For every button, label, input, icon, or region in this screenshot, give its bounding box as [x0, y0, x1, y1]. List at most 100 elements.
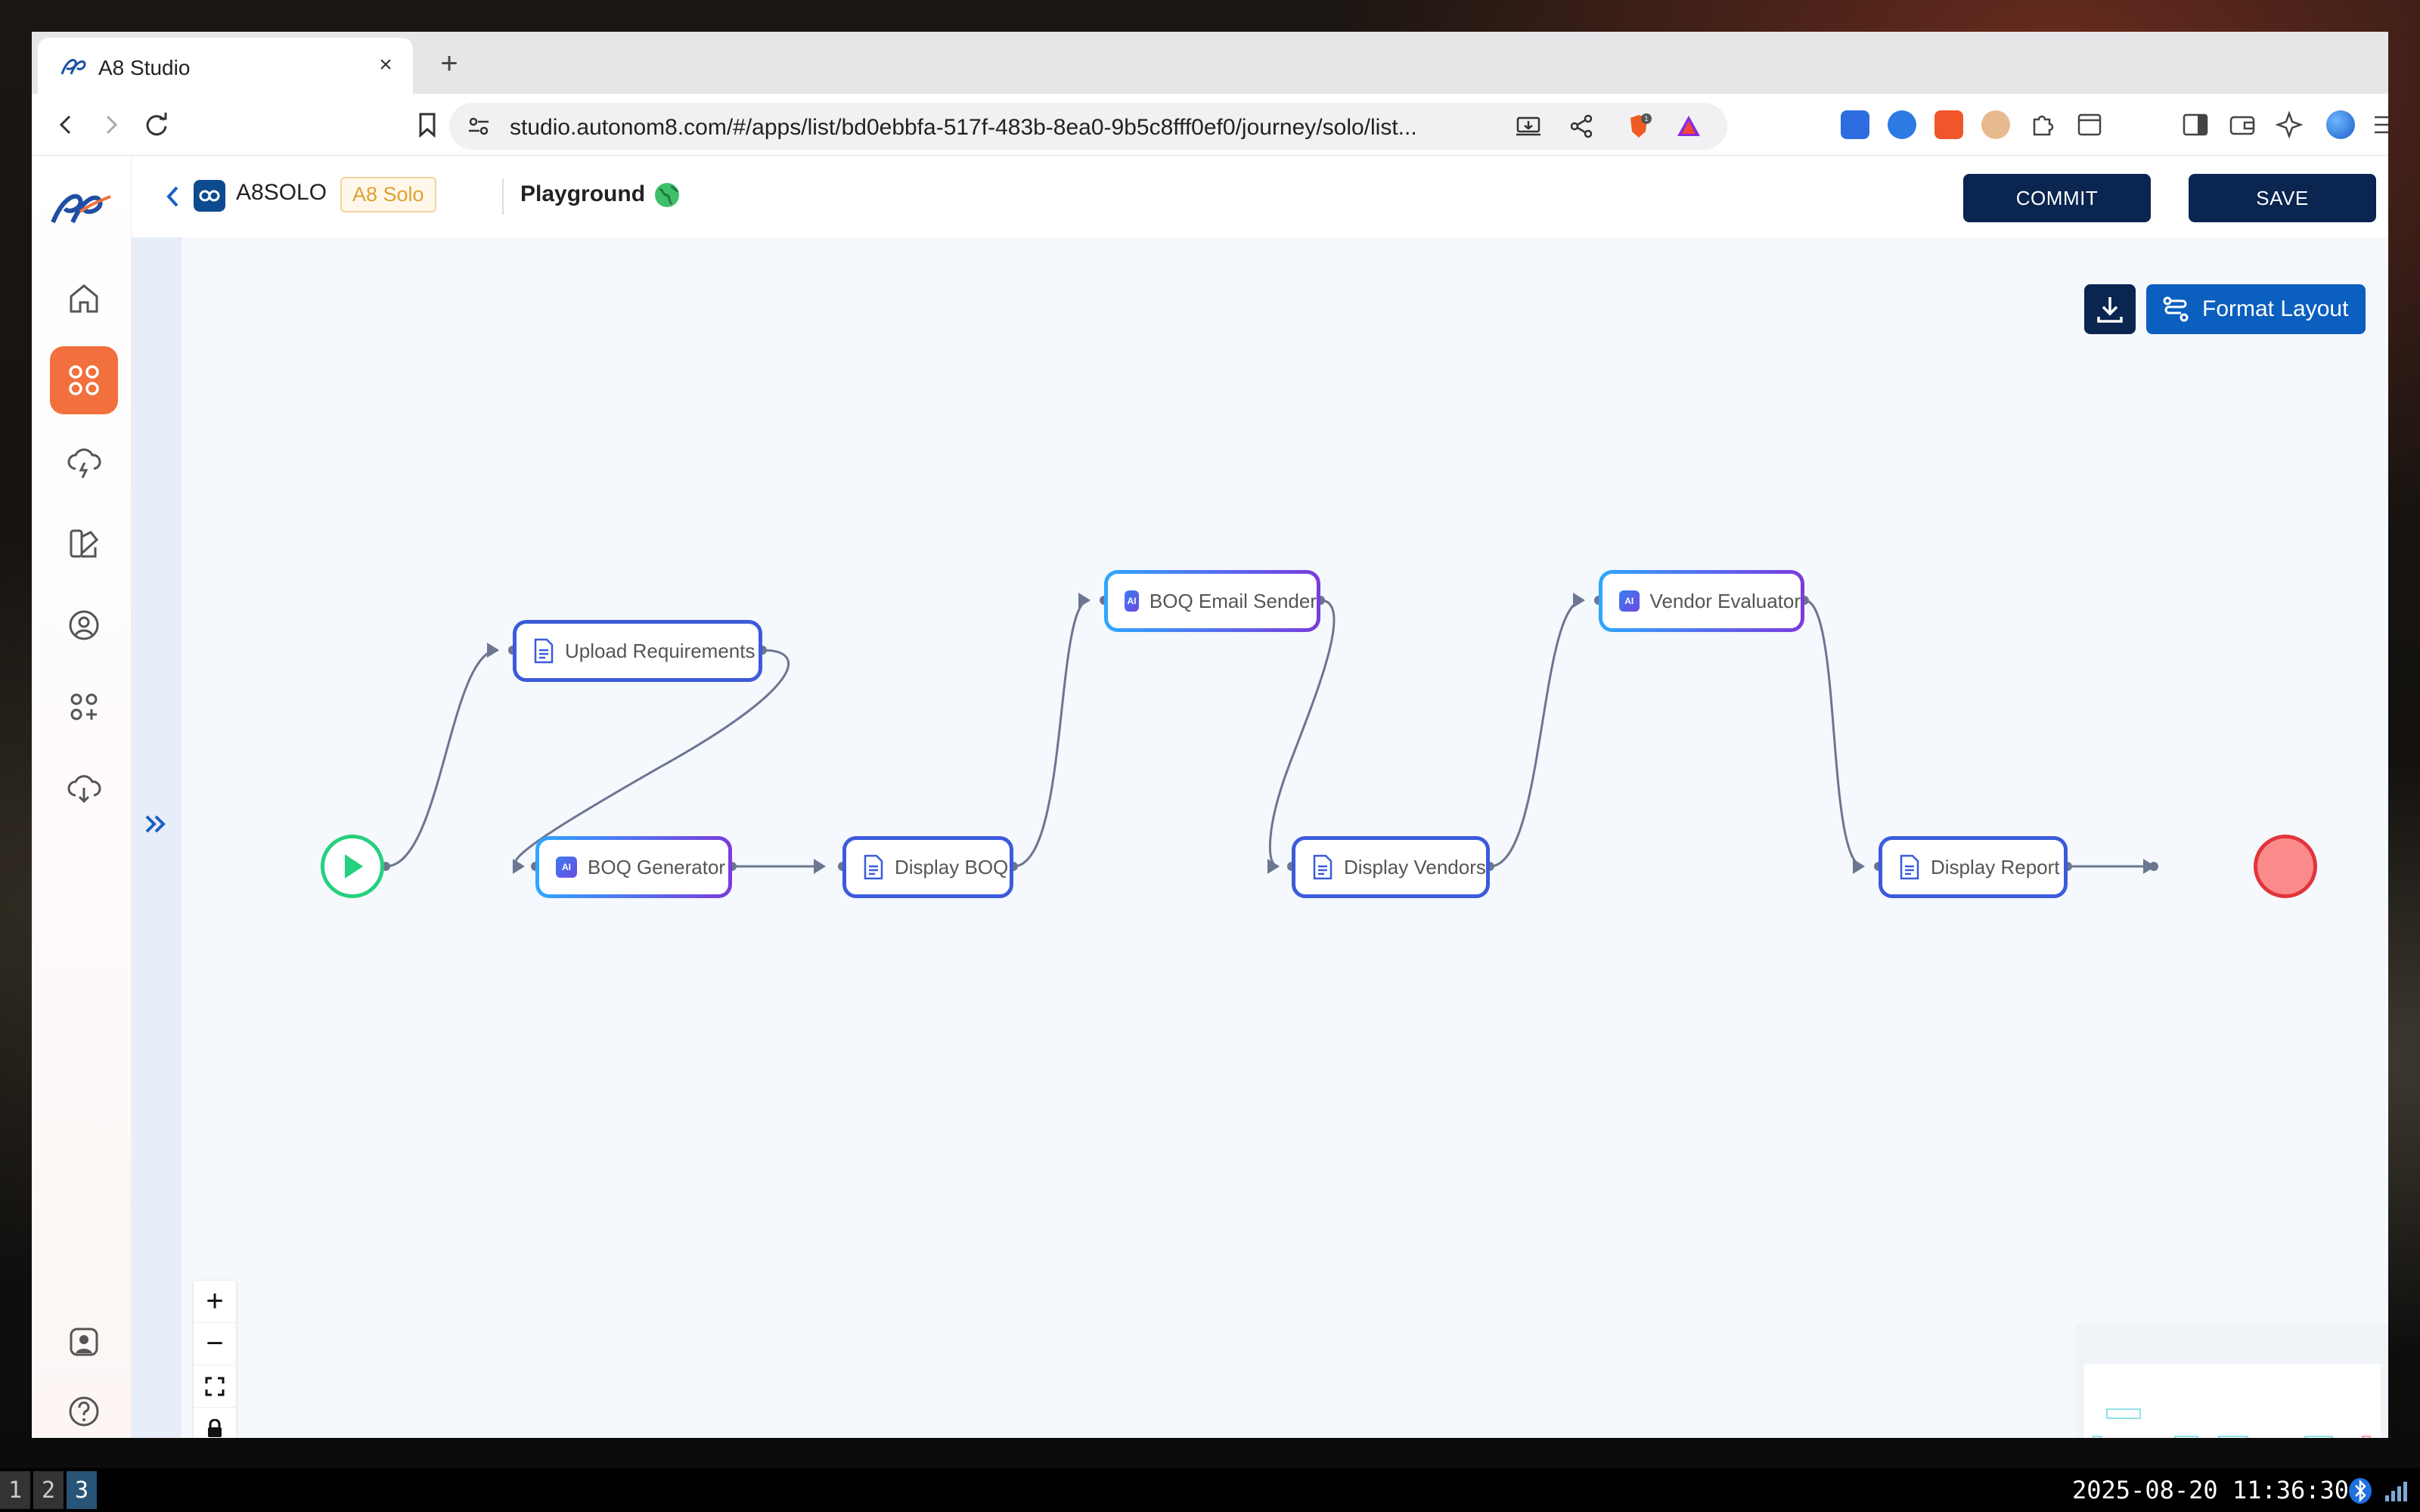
document-icon [534, 638, 554, 664]
extension-4-icon[interactable] [1981, 110, 2010, 139]
page-title: Playground [520, 181, 646, 206]
back-chevron-icon[interactable] [162, 183, 185, 210]
signal-icon[interactable] [2384, 1479, 2409, 1503]
play-icon [345, 854, 363, 878]
sidebar-toggle-icon[interactable] [2181, 110, 2210, 139]
workspace-1[interactable]: 1 [0, 1471, 30, 1509]
node-vendor-evaluator[interactable]: AI Vendor Evaluator [1599, 570, 1804, 632]
url-text: studio.autonom8.com/#/apps/list/bd0ebbfa… [510, 115, 1417, 140]
new-tab-button[interactable]: + [440, 47, 458, 80]
extensions-puzzle-icon[interactable] [2028, 110, 2057, 139]
node-label: Vendor Evaluator [1649, 589, 1801, 612]
layout-flow-icon [2163, 296, 2189, 322]
leo-ai-icon[interactable] [2275, 110, 2304, 139]
tab-close-icon[interactable]: × [379, 52, 392, 77]
node-upload-requirements[interactable]: Upload Requirements [513, 620, 762, 682]
document-icon [864, 854, 883, 880]
node-boq-generator[interactable]: AI BOQ Generator [535, 836, 732, 898]
sidebar-item-apps[interactable] [50, 346, 118, 414]
edge-arrow-icon [513, 859, 525, 874]
share-icon[interactable] [1568, 113, 1594, 139]
browser-window: A8 Studio × + studio.autonom8.com/#/apps… [32, 32, 2388, 1438]
commit-button[interactable]: COMMIT [1963, 174, 2151, 222]
extension-2-icon[interactable] [1888, 110, 1916, 139]
sidebar-item-design[interactable] [50, 510, 118, 578]
format-layout-button[interactable]: Format Layout [2146, 284, 2366, 334]
chevron-left-icon [59, 115, 71, 135]
reload-button[interactable] [141, 109, 172, 141]
save-button[interactable]: SAVE [2189, 174, 2376, 222]
node-display-report[interactable]: Display Report [1879, 836, 2068, 898]
shields-count: 1 [1644, 116, 1649, 123]
node-boq-email-sender[interactable]: AI BOQ Email Sender [1104, 570, 1320, 632]
tab-a8-studio[interactable]: A8 Studio × [38, 38, 413, 94]
sidebar-item-help[interactable] [50, 1377, 118, 1438]
address-bar[interactable]: studio.autonom8.com/#/apps/list/bd0ebbfa… [449, 103, 1727, 150]
start-node[interactable] [321, 835, 384, 898]
download-button[interactable] [2084, 284, 2136, 334]
sidebar-item-add-apps[interactable] [50, 673, 118, 741]
format-layout-label: Format Layout [2202, 296, 2349, 321]
cloud-download-icon [67, 775, 101, 804]
ai-icon: AI [556, 857, 577, 878]
flow-edges [381, 593, 2158, 874]
app-header: A8SOLO A8 Solo Playground COMMIT SAVE [132, 156, 2388, 237]
node-display-boq[interactable]: Display BOQ [842, 836, 1013, 898]
end-node[interactable] [2254, 835, 2317, 898]
bookmark-button[interactable] [411, 109, 443, 141]
zoom-out-button[interactable]: − [194, 1323, 236, 1365]
site-settings-icon[interactable] [466, 113, 492, 139]
sidebar-item-deploy[interactable] [50, 754, 118, 823]
zoom-in-button[interactable]: + [194, 1281, 236, 1323]
node-label: BOQ Email Sender [1149, 589, 1317, 612]
desktop-taskbar: 1 2 3 2025-08-20 11:36:30 [0, 1468, 2420, 1512]
edge-arrow-icon [1573, 593, 1585, 608]
globe-icon[interactable] [653, 181, 681, 209]
browser-toolbar: studio.autonom8.com/#/apps/list/bd0ebbfa… [32, 94, 2388, 156]
edge-arrow-icon [1267, 859, 1280, 874]
ai-icon: AI [1125, 590, 1139, 612]
app-logo-icon [194, 180, 225, 212]
extension-1-icon[interactable] [1841, 110, 1869, 139]
workspace-2[interactable]: 2 [33, 1471, 64, 1509]
profile-avatar-icon[interactable] [2326, 110, 2355, 139]
chevron-right-icon [106, 115, 118, 135]
wallet-icon[interactable] [2228, 110, 2257, 139]
app-badge: A8 Solo [340, 177, 436, 212]
help-icon [69, 1396, 99, 1427]
node-label: Display BOQ [895, 855, 1009, 878]
sidebar-item-home[interactable] [50, 265, 118, 333]
ai-icon: AI [1619, 590, 1640, 612]
flow-canvas[interactable]: Format Layout [132, 237, 2388, 1438]
back-button[interactable] [50, 109, 82, 141]
app-name: A8SOLO [236, 180, 327, 205]
workspace-3[interactable]: 3 [67, 1471, 97, 1509]
edge-disp-email [1013, 599, 1090, 868]
lock-button[interactable] [194, 1408, 236, 1438]
sidebar-item-users[interactable] [50, 591, 118, 659]
node-display-vendors[interactable]: Display Vendors [1292, 836, 1490, 898]
a8-brand-logo-icon[interactable] [50, 189, 113, 225]
a8-studio-app: A8SOLO A8 Solo Playground COMMIT SAVE Fo… [32, 156, 2388, 1438]
menu-icon[interactable] [2372, 110, 2388, 139]
palette-icon [70, 529, 99, 558]
sidebar-item-cloud[interactable] [50, 428, 118, 496]
reading-list-icon[interactable] [2075, 110, 2104, 139]
minimap[interactable] [2077, 1325, 2388, 1438]
brave-rewards-icon[interactable] [1676, 113, 1702, 139]
brave-shields-icon[interactable]: 1 [1626, 113, 1652, 139]
edge-arrow-icon [487, 643, 499, 658]
expand-panel-button[interactable] [138, 806, 174, 842]
bookmark-icon [419, 113, 436, 138]
fit-view-button[interactable] [194, 1365, 236, 1408]
install-app-icon[interactable] [1516, 113, 1541, 139]
bluetooth-icon[interactable] [2347, 1477, 2373, 1504]
sidebar-item-profile[interactable] [50, 1308, 118, 1376]
node-label: Upload Requirements [565, 639, 755, 662]
app-sidebar [32, 156, 132, 1438]
edge-eval-report [1804, 599, 1864, 868]
forward-button[interactable] [95, 109, 127, 141]
extension-3-icon[interactable] [1934, 110, 1963, 139]
panel-collapse-strip [132, 237, 182, 1438]
double-chevron-right-icon [145, 815, 166, 833]
